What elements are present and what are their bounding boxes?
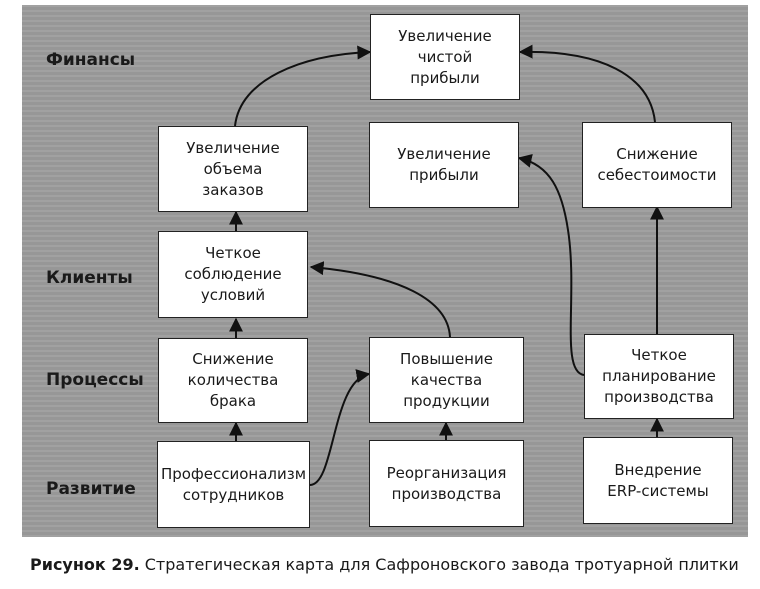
arrow-professionalism-to-quality bbox=[309, 369, 371, 486]
lane-label-development: Развитие bbox=[46, 479, 136, 499]
arrow-order-volume-to-net-profit bbox=[234, 45, 372, 127]
box-erp: Внедрение ERP-системы bbox=[583, 437, 733, 524]
arrow-cost-reduction-to-net-profit bbox=[518, 44, 656, 123]
figure-caption: Рисунок 29. Стратегическая карта для Саф… bbox=[30, 555, 739, 574]
box-profit: Увеличение прибыли bbox=[369, 122, 519, 208]
arrow-quality-to-terms bbox=[309, 261, 451, 338]
lane-label-finance: Финансы bbox=[46, 50, 136, 70]
box-net-profit: Увеличение чистой прибыли bbox=[370, 14, 520, 100]
arrow-planning-to-profit bbox=[517, 153, 585, 376]
box-planning: Четкое планирование производства bbox=[584, 334, 734, 419]
figure-caption-label: Рисунок 29. bbox=[30, 555, 140, 574]
box-defect-reduction: Снижение количества брака bbox=[158, 338, 308, 423]
box-order-volume: Увеличение объема заказов bbox=[158, 126, 308, 212]
box-terms-compliance: Четкое соблюдение условий bbox=[158, 231, 308, 318]
figure-caption-text: Стратегическая карта для Сафроновского з… bbox=[139, 555, 739, 574]
box-professionalism: Профессионализм сотрудников bbox=[157, 441, 310, 528]
lane-label-processes: Процессы bbox=[46, 370, 144, 390]
box-reorganization: Реорганизация производства bbox=[369, 440, 524, 527]
box-cost-reduction: Снижение себестоимости bbox=[582, 122, 732, 208]
lane-label-clients: Клиенты bbox=[46, 268, 133, 288]
box-quality: Повышение качества продукции bbox=[369, 337, 524, 423]
